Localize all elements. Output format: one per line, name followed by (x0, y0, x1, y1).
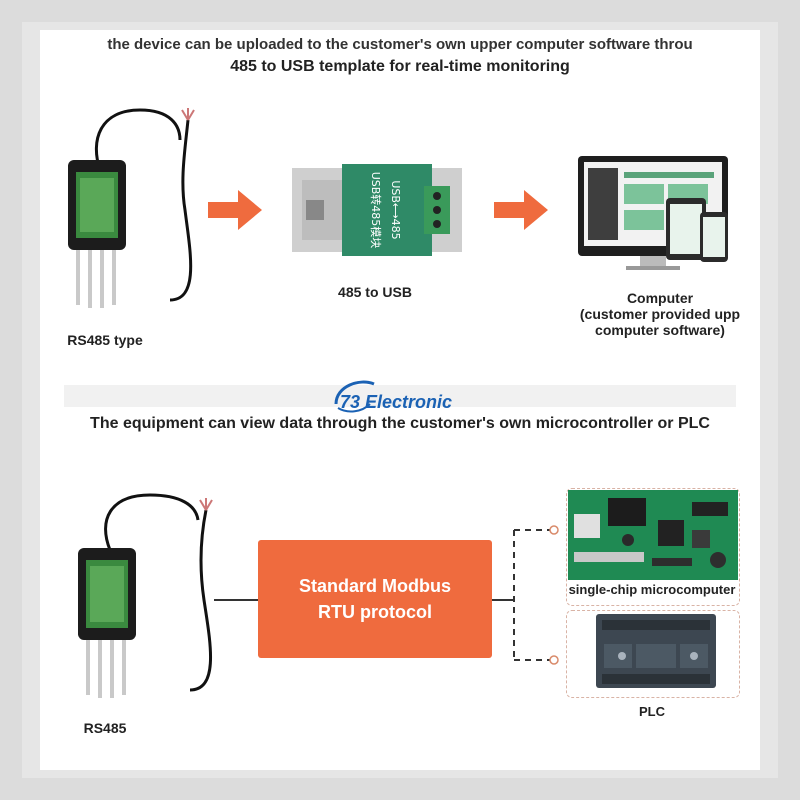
protocol-line-1: Standard Modbus (299, 576, 451, 596)
mcu-label: single-chip microcomputer (568, 582, 736, 597)
section-divider (64, 385, 736, 407)
converter-text-b: USB⟷485 (389, 180, 402, 239)
bottom-section-title: The equipment can view data through the … (90, 415, 710, 432)
header-line-2: 485 to USB template for real-time monito… (230, 58, 570, 75)
sensor-label-top: RS485 type (67, 332, 143, 348)
protocol-line-2: RTU protocol (318, 602, 432, 622)
computer-label-1: Computer (626, 290, 694, 306)
desktop-computer-image (578, 156, 728, 270)
soil-sensor-probe-image (68, 108, 195, 308)
plc-device-image (596, 614, 716, 688)
usb-485-converter-image: USB转485模块 USB⟷485 (292, 164, 462, 256)
converter-label: 485 to USB (338, 284, 412, 300)
sensor-label-bottom: RS485 (83, 720, 127, 736)
brand-logo-swoosh (334, 380, 375, 413)
soil-sensor-probe-image-2 (78, 493, 213, 698)
computer-label-2: (customer provided upp (579, 306, 741, 322)
flow-arrow-2 (494, 190, 548, 230)
flow-arrow-1 (208, 190, 262, 230)
header-line-1: the device can be uploaded to the custom… (107, 36, 693, 53)
converter-text-a: USB转485模块 (369, 172, 383, 249)
connector-lines (214, 525, 559, 665)
brand-logo-text: 73 Electronic (340, 392, 453, 412)
microcontroller-board-image (568, 490, 738, 580)
modbus-protocol-box: Standard Modbus RTU protocol (258, 540, 492, 658)
computer-label-3: computer software) (595, 322, 725, 338)
plc-label: PLC (639, 704, 665, 719)
